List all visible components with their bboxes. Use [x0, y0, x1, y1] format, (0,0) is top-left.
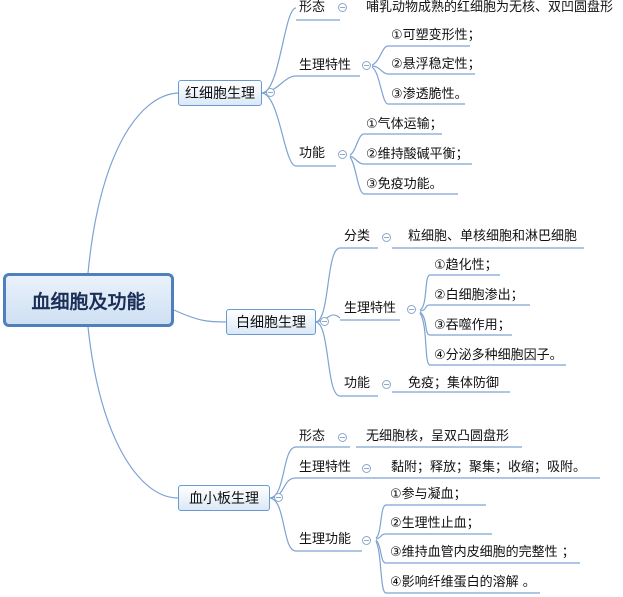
plt-func-item-2[interactable]: ②生理性止血；: [390, 516, 480, 531]
collapse-wbc-func-icon[interactable]: −: [382, 380, 391, 389]
wbc-class-value[interactable]: 粒细胞、单核细胞和淋巴细胞: [408, 229, 578, 244]
collapse-wbc-class-icon[interactable]: −: [382, 233, 391, 242]
plt-func-label[interactable]: 生理功能: [299, 532, 352, 547]
plt-morph-value[interactable]: 无细胞核，呈双凸圆盘形: [366, 429, 510, 444]
collapse-platelet-icon[interactable]: −: [274, 493, 283, 502]
rbc-props-item-2[interactable]: ②悬浮稳定性；: [391, 57, 481, 72]
wbc-props-label[interactable]: 生理特性: [344, 301, 397, 316]
branch-white-blood-cell[interactable]: 白细胞生理: [226, 309, 316, 335]
collapse-rbc-morph-icon[interactable]: −: [338, 3, 347, 12]
collapse-red-icon[interactable]: −: [266, 88, 275, 97]
plt-morph-label[interactable]: 形态: [299, 429, 326, 444]
rbc-morph-value[interactable]: 哺乳动物成熟的红细胞为无核、双凹圆盘形: [366, 0, 614, 15]
rbc-func-item-2[interactable]: ②维持酸碱平衡；: [366, 147, 469, 162]
rbc-props-item-3[interactable]: ③渗透脆性。: [391, 87, 468, 102]
wbc-props-item-1[interactable]: ①趋化性；: [434, 258, 498, 273]
collapse-rbc-props-icon[interactable]: −: [362, 61, 371, 70]
plt-func-item-4[interactable]: ④影响纤维蛋白的溶解 。: [390, 575, 536, 590]
branch-red-blood-cell[interactable]: 红细胞生理: [178, 80, 262, 106]
rbc-morph-label[interactable]: 形态: [299, 0, 326, 15]
plt-props-value[interactable]: 黏附；释放；聚集；收缩；吸附。: [391, 460, 587, 475]
wbc-props-item-3[interactable]: ③吞噬作用；: [434, 318, 511, 333]
plt-props-label[interactable]: 生理特性: [299, 460, 352, 475]
collapse-rbc-func-icon[interactable]: −: [338, 150, 347, 159]
collapse-plt-props-icon[interactable]: −: [362, 464, 371, 473]
plt-func-item-3[interactable]: ③维持血管内皮细胞的完整性 ；: [390, 545, 575, 560]
collapse-wbc-props-icon[interactable]: −: [407, 305, 416, 314]
collapse-plt-morph-icon[interactable]: −: [338, 433, 347, 442]
root-topic[interactable]: 血细胞及功能: [3, 273, 174, 327]
rbc-func-item-3[interactable]: ③免疫功能。: [366, 177, 443, 192]
wbc-props-item-4[interactable]: ④分泌多种细胞因子。: [434, 348, 563, 363]
wbc-func-value[interactable]: 免疫；集体防御: [408, 376, 500, 391]
branch-platelet[interactable]: 血小板生理: [178, 485, 270, 511]
rbc-func-label[interactable]: 功能: [299, 146, 326, 161]
wbc-func-label[interactable]: 功能: [344, 376, 371, 391]
wbc-class-label[interactable]: 分类: [344, 229, 371, 244]
wbc-props-item-2[interactable]: ②白细胞渗出；: [434, 288, 524, 303]
collapse-white-icon[interactable]: −: [320, 317, 329, 326]
rbc-props-item-1[interactable]: ①可塑变形性；: [391, 28, 481, 43]
collapse-plt-func-icon[interactable]: −: [362, 536, 371, 545]
plt-func-item-1[interactable]: ①参与凝血；: [390, 487, 467, 502]
rbc-props-label[interactable]: 生理特性: [299, 58, 352, 73]
rbc-func-item-1[interactable]: ①气体运输；: [366, 117, 443, 132]
